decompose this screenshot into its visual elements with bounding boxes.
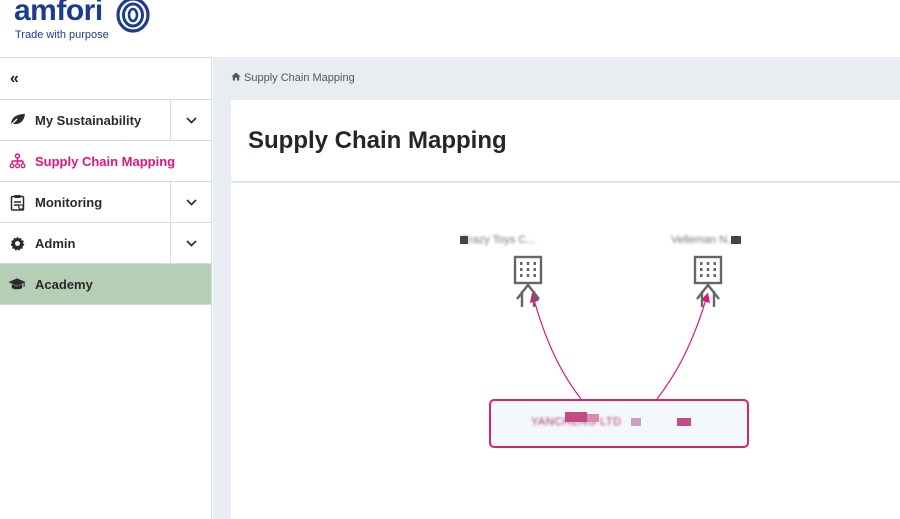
redaction-block (677, 418, 691, 426)
page-title: Supply Chain Mapping (248, 127, 507, 154)
source-node[interactable]: YANCHENG LTD (489, 399, 749, 448)
sidebar-item-monitoring[interactable]: Monitoring (0, 182, 211, 223)
sidebar-item-label: Monitoring (35, 194, 103, 210)
building-icon[interactable] (693, 255, 723, 311)
sidebar-item-supply-chain-mapping[interactable]: Supply Chain Mapping (0, 141, 211, 182)
breadcrumb-current[interactable]: Supply Chain Mapping (244, 72, 355, 84)
sidebar-item-admin[interactable]: Admin (0, 223, 211, 264)
supply-chain-diagram: Crazy Toys C... Velleman N... YAN (231, 183, 900, 519)
sidebar-item-label: Academy (35, 276, 93, 292)
brand-tagline: Trade with purpose (15, 29, 109, 41)
main-content: Supply Chain Mapping Supply Chain Mappin… (213, 57, 900, 519)
amfori-logo[interactable]: amfori Trade with purpose (14, 0, 164, 46)
sidebar-item-label: My Sustainability (35, 112, 142, 128)
redaction-block (460, 236, 468, 244)
home-icon[interactable] (231, 72, 241, 84)
chevron-down-icon[interactable] (170, 100, 211, 140)
redaction-block (631, 418, 641, 426)
sidebar: « My Sustainability Supply Chain Mapping… (0, 57, 212, 519)
graduation-cap-icon (8, 275, 26, 293)
supplier-name-1[interactable]: Crazy Toys C... (461, 234, 536, 246)
gear-icon (8, 234, 26, 252)
double-chevron-left-icon: « (10, 69, 19, 87)
diagram-canvas (529, 292, 710, 400)
sidebar-collapse-button[interactable]: « (0, 58, 211, 100)
amfori-logo-mark-icon (116, 0, 150, 33)
redaction-block (587, 414, 599, 422)
building-icon[interactable] (513, 255, 543, 311)
brand-name: amfori (14, 0, 103, 27)
hierarchy-icon (8, 152, 26, 170)
chevron-down-icon[interactable] (170, 223, 211, 263)
redaction-block (731, 236, 741, 244)
sidebar-item-label: Supply Chain Mapping (35, 153, 176, 169)
sidebar-item-my-sustainability[interactable]: My Sustainability (0, 100, 211, 141)
page-header-card: Supply Chain Mapping (231, 100, 900, 182)
top-header: amfori Trade with purpose (0, 0, 900, 57)
breadcrumb: Supply Chain Mapping (213, 57, 900, 99)
chevron-down-icon[interactable] (170, 182, 211, 222)
sidebar-item-label: Admin (35, 235, 76, 251)
clipboard-icon (8, 193, 26, 211)
supply-arrow-left (529, 292, 582, 400)
redaction-block (565, 412, 587, 422)
supply-arrow-right (656, 292, 710, 400)
supplier-name-2[interactable]: Velleman N... (671, 234, 737, 246)
sidebar-item-academy[interactable]: Academy (0, 264, 211, 305)
leaf-icon (8, 111, 26, 129)
